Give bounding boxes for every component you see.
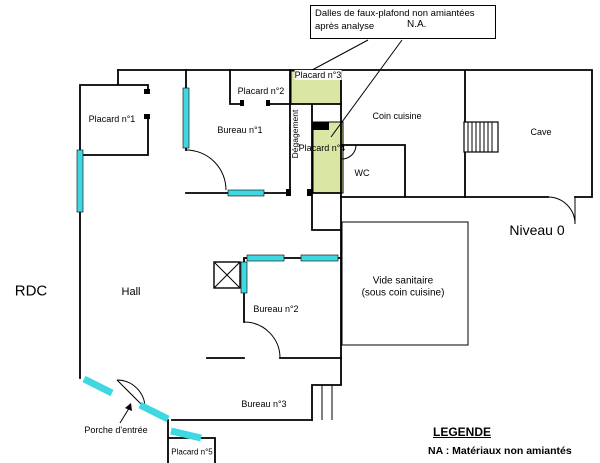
room-label-bureau1: Bureau n°1: [217, 125, 263, 135]
room-label-wc: WC: [354, 168, 370, 178]
vide-sanitaire-outline: [341, 221, 469, 346]
annotation-line1: Dalles de faux-plafond non amiantées: [315, 8, 475, 19]
door-jambs: [144, 89, 329, 196]
cave-grille: [463, 121, 499, 153]
window-glazing: [76, 87, 339, 442]
room-label-placard5: Placard n°5: [171, 447, 213, 457]
level-label-rdc: RDC: [14, 282, 48, 300]
room-label-placard1: Placard n°1: [88, 114, 136, 124]
room-label-vide-sanitaire-1: Vide sanitaire: [372, 275, 434, 287]
room-label-hall: Hall: [121, 286, 141, 298]
door-arc-cave: [547, 196, 576, 225]
annotation-line2: après analyse: [315, 20, 375, 32]
placard4-highlight: [312, 121, 344, 194]
room-label-vide-sanitaire-2: (sous coin cuisine): [361, 287, 445, 299]
legend-item-na: NA : Matériaux non amiantés: [428, 445, 572, 457]
room-label-placard4: Placard n°4: [298, 143, 346, 153]
column-symbol: [213, 261, 241, 289]
room-label-placard3: Placard n°3: [294, 70, 342, 80]
level-label-niveau0: Niveau 0: [509, 222, 565, 238]
porch-arrow: [119, 403, 132, 424]
room-label-placard2: Placard n°2: [237, 86, 285, 96]
annotation-na: N.A.: [407, 19, 427, 30]
room-label-cave: Cave: [530, 127, 552, 137]
room-label-porche: Porche d'entrée: [84, 425, 148, 435]
room-label-coin-cuisine: Coin cuisine: [372, 111, 422, 121]
room-label-bureau2: Bureau n°2: [253, 304, 299, 314]
door-arc-bureau1: [185, 149, 227, 191]
door-arc-wc: [341, 144, 357, 160]
legend-title: LEGENDE: [433, 425, 492, 439]
room-label-bureau3: Bureau n°3: [241, 399, 287, 409]
annotation-box: Dalles de faux-plafond non amiantées apr…: [310, 5, 496, 39]
door-arc-bureau2: [243, 321, 281, 359]
